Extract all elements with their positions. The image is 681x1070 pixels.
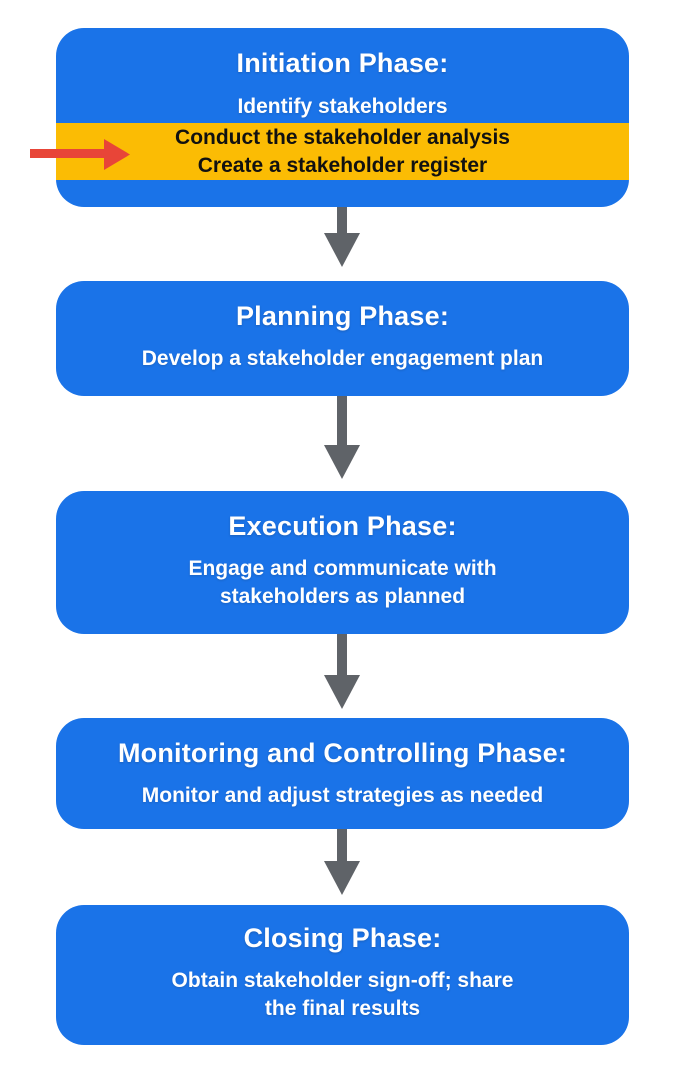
phase-box-execution: Execution Phase: Engage and communicate …	[56, 491, 629, 634]
phase-detail: the final results	[264, 997, 421, 1020]
phase-title: Execution Phase:	[228, 511, 457, 541]
phase-detail: stakeholders as planned	[219, 585, 466, 608]
highlighted-step: Create a stakeholder register	[197, 154, 488, 177]
down-arrow-icon	[324, 634, 360, 709]
phase-box-monitoring: Monitoring and Controlling Phase: Monito…	[56, 718, 629, 829]
phase-title: Planning Phase:	[235, 301, 450, 331]
phase-detail: Obtain stakeholder sign-off; share	[171, 969, 514, 992]
phase-detail: Monitor and adjust strategies as needed	[141, 784, 544, 807]
phase-title: Closing Phase:	[243, 923, 442, 953]
phase-title: Initiation Phase:	[236, 48, 449, 78]
down-arrow-icon	[324, 207, 360, 267]
phase-detail: Engage and communicate with	[188, 557, 497, 580]
phase-box-planning: Planning Phase: Develop a stakeholder en…	[56, 281, 629, 396]
phase-box-closing: Closing Phase: Obtain stakeholder sign-o…	[56, 905, 629, 1045]
highlighted-step: Conduct the stakeholder analysis	[175, 126, 510, 149]
phase-detail: Identify stakeholders	[237, 95, 448, 118]
highlighted-steps: Conduct the stakeholder analysis Create …	[56, 123, 629, 180]
down-arrow-icon	[324, 396, 360, 479]
phase-detail: Develop a stakeholder engagement plan	[141, 347, 544, 370]
phase-title: Monitoring and Controlling Phase:	[117, 738, 568, 768]
red-pointer-arrow-icon	[30, 139, 130, 170]
phase-box-initiation: Initiation Phase: Identify stakeholders …	[56, 28, 629, 207]
down-arrow-icon	[324, 829, 360, 895]
